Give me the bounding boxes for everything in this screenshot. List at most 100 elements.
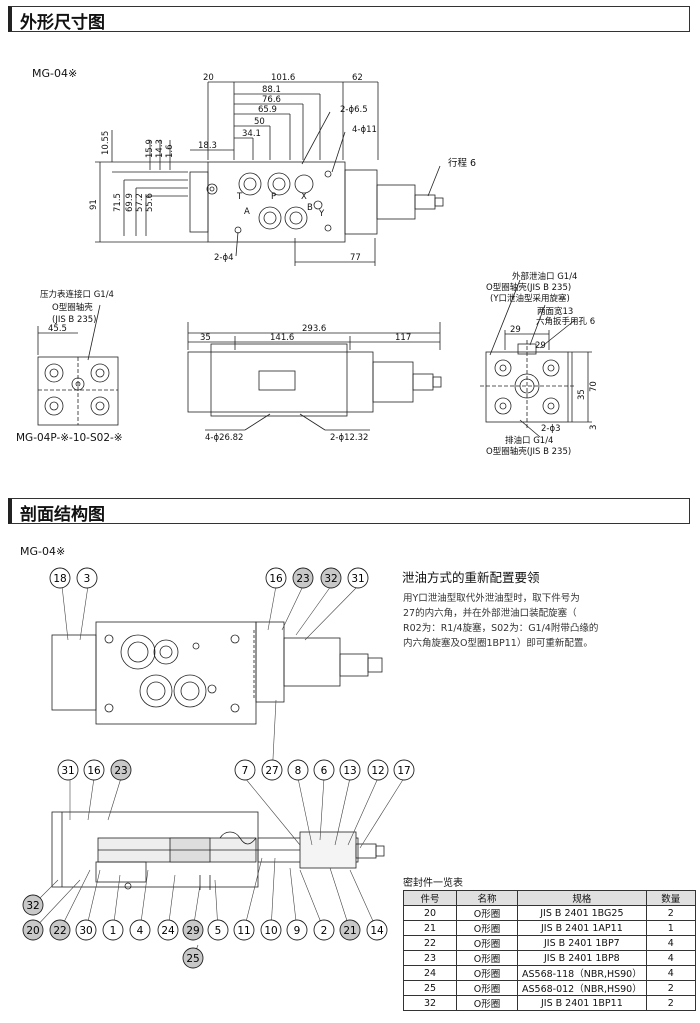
dim-29-b: 29 [535,341,546,351]
callout-number: 32 [26,900,39,912]
callout-number: 1 [110,925,117,937]
dim-91: 91 [89,199,99,210]
col-header: 件号 [403,890,457,906]
callout-number: 31 [61,765,74,777]
table-cell: O形圈 [456,935,518,951]
dim-71-5: 71.5 [113,193,123,212]
callout-mid-31: 31 [57,759,79,781]
callout-circle [129,919,151,941]
gauge-oring-label: O型圈轴壳 [52,302,93,313]
callout-number: 31 [351,573,364,585]
callout-circle [367,759,389,781]
col-header: 名称 [456,890,518,906]
dim-35-end: 35 [577,389,587,400]
callout-mid-7: 7 [234,759,256,781]
callout-bottom-21: 21 [339,919,361,941]
callout-number: 24 [161,925,175,937]
port-T: T [236,192,243,202]
table-cell: 20 [403,905,457,921]
table-cell: JIS B 2401 1BP11 [517,995,647,1011]
section-top-view [51,621,383,725]
port-B: B [307,203,313,213]
callout-circle [83,759,105,781]
callout-mid-12: 12 [367,759,389,781]
table-cell: 32 [403,995,457,1011]
note-line-3: R02为：R1/4旋塞，S02为：G1/4附带凸缘的 [403,623,599,634]
dim-88-1: 88.1 [262,85,281,95]
dim-4-phi11: 4-ϕ11 [352,125,377,135]
dim-70: 70 [589,381,599,392]
section-cutaway-view [51,811,385,890]
callout-circle [320,567,342,589]
callout-circle [22,894,44,916]
gauge-port-label: 压力表连接口 G1/4 [40,289,114,300]
callout-mid-16: 16 [83,759,105,781]
callout-number: 32 [324,573,337,585]
callout-circle [313,919,335,941]
dim-57-2: 57.2 [135,193,145,212]
callout-circle [233,919,255,941]
dim-50: 50 [254,117,265,127]
table-cell: 2 [645,995,696,1011]
callout-number: 12 [371,765,384,777]
dim-10-55: 10.55 [101,131,111,155]
dim-29-a: 29 [510,325,521,335]
table-cell: 2 [645,905,696,921]
table-cell: JIS B 2401 1AP11 [517,920,647,936]
callout-bottom-24: 24 [157,919,179,941]
callout-circle [207,919,229,941]
dim-20: 20 [203,73,214,83]
dim-3: 3 [589,425,599,430]
callout-circle [76,567,98,589]
port-P: P [271,192,276,202]
callout-circle [49,567,71,589]
table-cell: O形圈 [456,980,518,996]
model-label-gauge-variant: MG-04P-※-10-S02-※ [16,432,123,444]
table-cell: O形圈 [456,965,518,981]
dim-34-1: 34.1 [242,129,261,139]
table-cell: O形圈 [456,905,518,921]
drain-ext-label: 外部泄油口 G1/4 [512,271,577,282]
callout-mid-13: 13 [339,759,361,781]
callout-circle [366,919,388,941]
callout-circle [347,567,369,589]
model-label-outline: MG-04※ [32,67,78,80]
callout-extra-25: 25 [182,947,204,969]
callout-number: 5 [215,925,222,937]
table-cell: AS568-012（NBR,HS90） [517,980,647,996]
callout-circle [234,759,256,781]
table-cell: JIS B 2401 1BG25 [517,905,647,921]
callout-circle [102,919,124,941]
callout-number: 14 [370,925,384,937]
callout-number: 10 [264,925,277,937]
callout-circle [110,759,132,781]
table-cell: 25 [403,980,457,996]
note-line-1: 用Y口泄油型取代外泄油型时，取下件号为 [403,593,580,604]
table-cell: 2 [645,980,696,996]
callout-mid-27: 27 [261,759,283,781]
callout-circle [286,919,308,941]
dim-14-3: 14.3 [155,139,165,158]
flats-label: 两面宽13 [537,306,573,317]
port-Y: Y [318,209,325,219]
callout-bottom-11: 11 [233,919,255,941]
gauge-oring-std: (JIS B 235) [52,315,97,325]
callout-bottom-30: 30 [75,919,97,941]
callout-top-16: 16 [265,567,287,589]
table-cell: 4 [645,935,696,951]
callout-mid-23: 23 [110,759,132,781]
callout-number: 6 [321,765,328,777]
table-cell: 1 [645,920,696,936]
dim-2-phi12-32: 2-ϕ12.32 [330,433,368,443]
seal-table-caption: 密封件一览表 [403,878,463,889]
callout-number: 16 [269,573,283,585]
callout-circle [22,919,44,941]
callout-number: 21 [343,925,356,937]
callout-bottom-29: 29 [182,919,204,941]
callout-top-18: 18 [49,567,71,589]
